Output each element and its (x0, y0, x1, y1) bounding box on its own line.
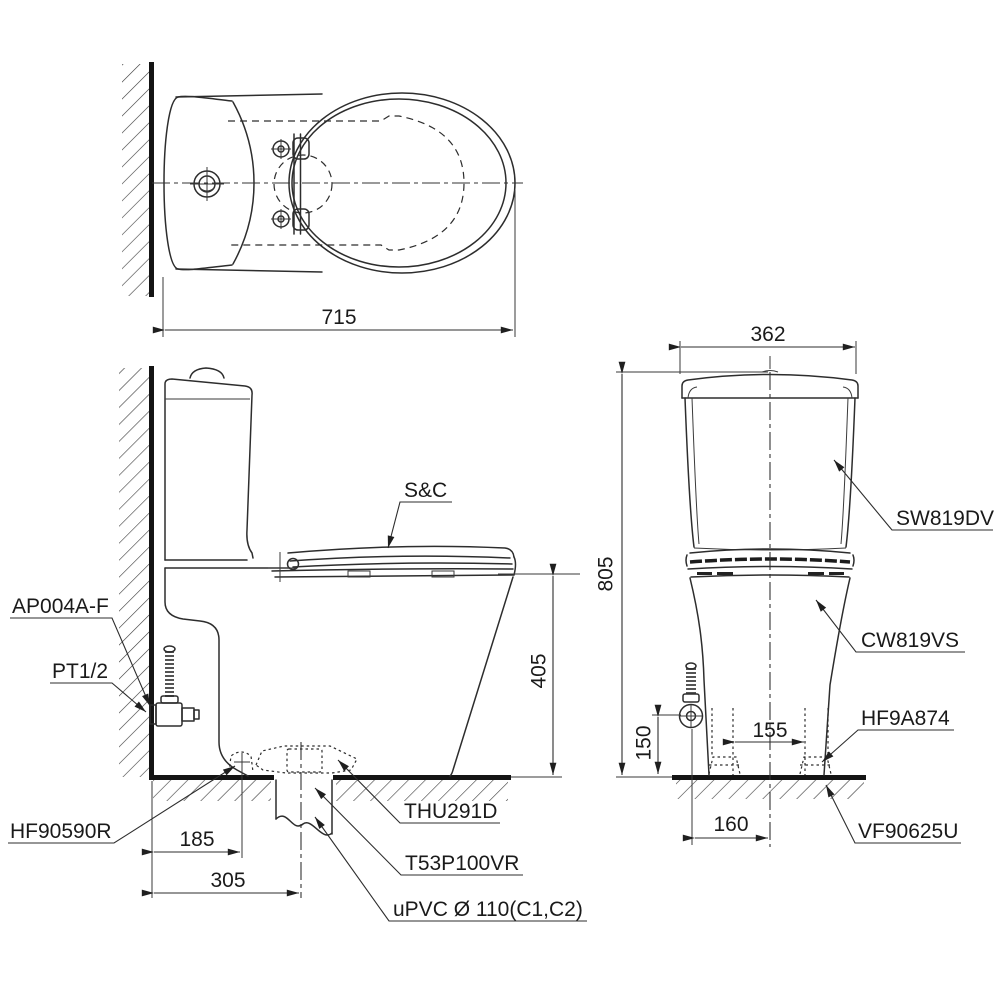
dim-362: 362 (668, 323, 857, 374)
label-t53p100vr: T53P100VR (314, 787, 523, 876)
dim-715-label: 715 (321, 306, 356, 329)
dim-805: 805 (595, 361, 768, 775)
dim-805-label: 805 (595, 556, 618, 591)
floor-hatch-left (153, 780, 271, 801)
plan-view: 715 (122, 62, 523, 337)
label-hf90590r-text: HF90590R (10, 820, 112, 843)
dim-405-label: 405 (528, 653, 551, 688)
extension-lines (151, 768, 562, 898)
seat-bumper (431, 570, 455, 578)
label-hf90590r: HF90590R (8, 765, 236, 844)
label-t53p100vr-text: T53P100VR (405, 852, 519, 875)
dim-305-label: 305 (210, 869, 245, 892)
tank-front (681, 356, 859, 551)
side-view: 405 185 305 (119, 366, 580, 898)
wall-hatch (122, 64, 150, 296)
dim-405: 405 (498, 563, 580, 775)
seat-hinges (271, 133, 310, 235)
label-upvc-text: uPVC Ø 110(C1,C2) (393, 898, 583, 921)
label-ap004af-text: AP004A-F (12, 595, 109, 618)
outlet-pipe (275, 742, 333, 898)
label-sc: S&C (387, 479, 452, 549)
tank-side (164, 367, 254, 561)
dim-185: 185 (141, 828, 240, 856)
front-view: 362 805 150 155 160 (595, 323, 866, 847)
dim-160-label: 160 (713, 813, 748, 836)
flush-knob (190, 167, 224, 201)
label-cw819vs-text: CW819VS (861, 629, 959, 652)
fixture-bottom-edge (175, 268, 323, 273)
label-thu291d: THU291D (337, 759, 500, 824)
label-sc-text: S&C (404, 479, 447, 502)
dim-155: 155 (722, 719, 804, 746)
dim-155-label: 155 (752, 719, 787, 742)
label-vf90625u: VF90625U (825, 784, 961, 844)
seat-bumper (347, 570, 371, 578)
label-sw819dv: SW819DV (833, 459, 994, 531)
label-thu291d-text: THU291D (404, 800, 497, 823)
part-labels: S&C AP004A-F PT1/2 HF90590R THU291D T53P… (8, 459, 994, 922)
wall-hatch-side (119, 368, 150, 777)
floor-hatch-right (336, 780, 508, 801)
dim-160: 160 (682, 813, 768, 842)
hidden-inlet-circle (273, 154, 333, 214)
label-pt12: PT1/2 (50, 660, 147, 713)
label-hf9a874: HF9A874 (821, 707, 954, 763)
dim-362-label: 362 (750, 323, 785, 346)
label-cw819vs: CW819VS (815, 599, 965, 653)
dim-715: 715 (152, 190, 516, 337)
bowl-side (164, 567, 514, 777)
label-hf9a874-text: HF9A874 (861, 707, 950, 730)
label-ap004af: AP004A-F (10, 595, 151, 707)
seat-side (268, 545, 517, 582)
dim-305: 305 (141, 869, 299, 897)
label-sw819dv-text: SW819DV (896, 507, 994, 530)
angle-valve-front (678, 662, 704, 729)
fixture-top-edge (175, 93, 323, 98)
hinge-cap (286, 557, 300, 571)
bowl-front (689, 577, 851, 776)
hidden-bowl-outline (228, 115, 465, 251)
floor-flange (228, 745, 358, 774)
floor-hatch-front (676, 780, 864, 799)
dim-150-label: 150 (633, 725, 656, 760)
angle-valve-side (149, 645, 200, 727)
label-pt12-text: PT1/2 (52, 660, 108, 683)
dim-150: 150 (633, 704, 681, 774)
label-vf90625u-text: VF90625U (858, 820, 958, 843)
label-upvc: uPVC Ø 110(C1,C2) (314, 816, 587, 922)
dim-185-label: 185 (179, 828, 214, 851)
